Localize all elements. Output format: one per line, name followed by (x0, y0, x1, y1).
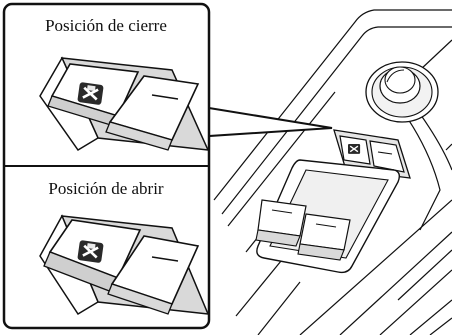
lock-position-panel: Posición de cierre (39, 16, 210, 152)
lower-switch-cluster (255, 159, 401, 274)
window-lock-icon (77, 240, 104, 263)
door-panel (213, 9, 452, 335)
open-position-switch (39, 214, 210, 316)
mirror-control-knob (365, 61, 439, 123)
callout-pointer (206, 106, 333, 138)
rear-window-switch[interactable] (369, 140, 405, 173)
open-position-title: Posición de abrir (48, 179, 164, 198)
right-window-switch[interactable] (297, 213, 351, 261)
open-position-panel: Posición de abrir (39, 179, 210, 316)
lock-position-switch (39, 56, 210, 152)
lock-switch[interactable] (339, 135, 371, 165)
lock-position-title: Posición de cierre (45, 16, 167, 35)
left-window-switch[interactable] (255, 199, 307, 247)
window-lock-icon (348, 144, 361, 154)
window-lock-icon (77, 82, 104, 105)
